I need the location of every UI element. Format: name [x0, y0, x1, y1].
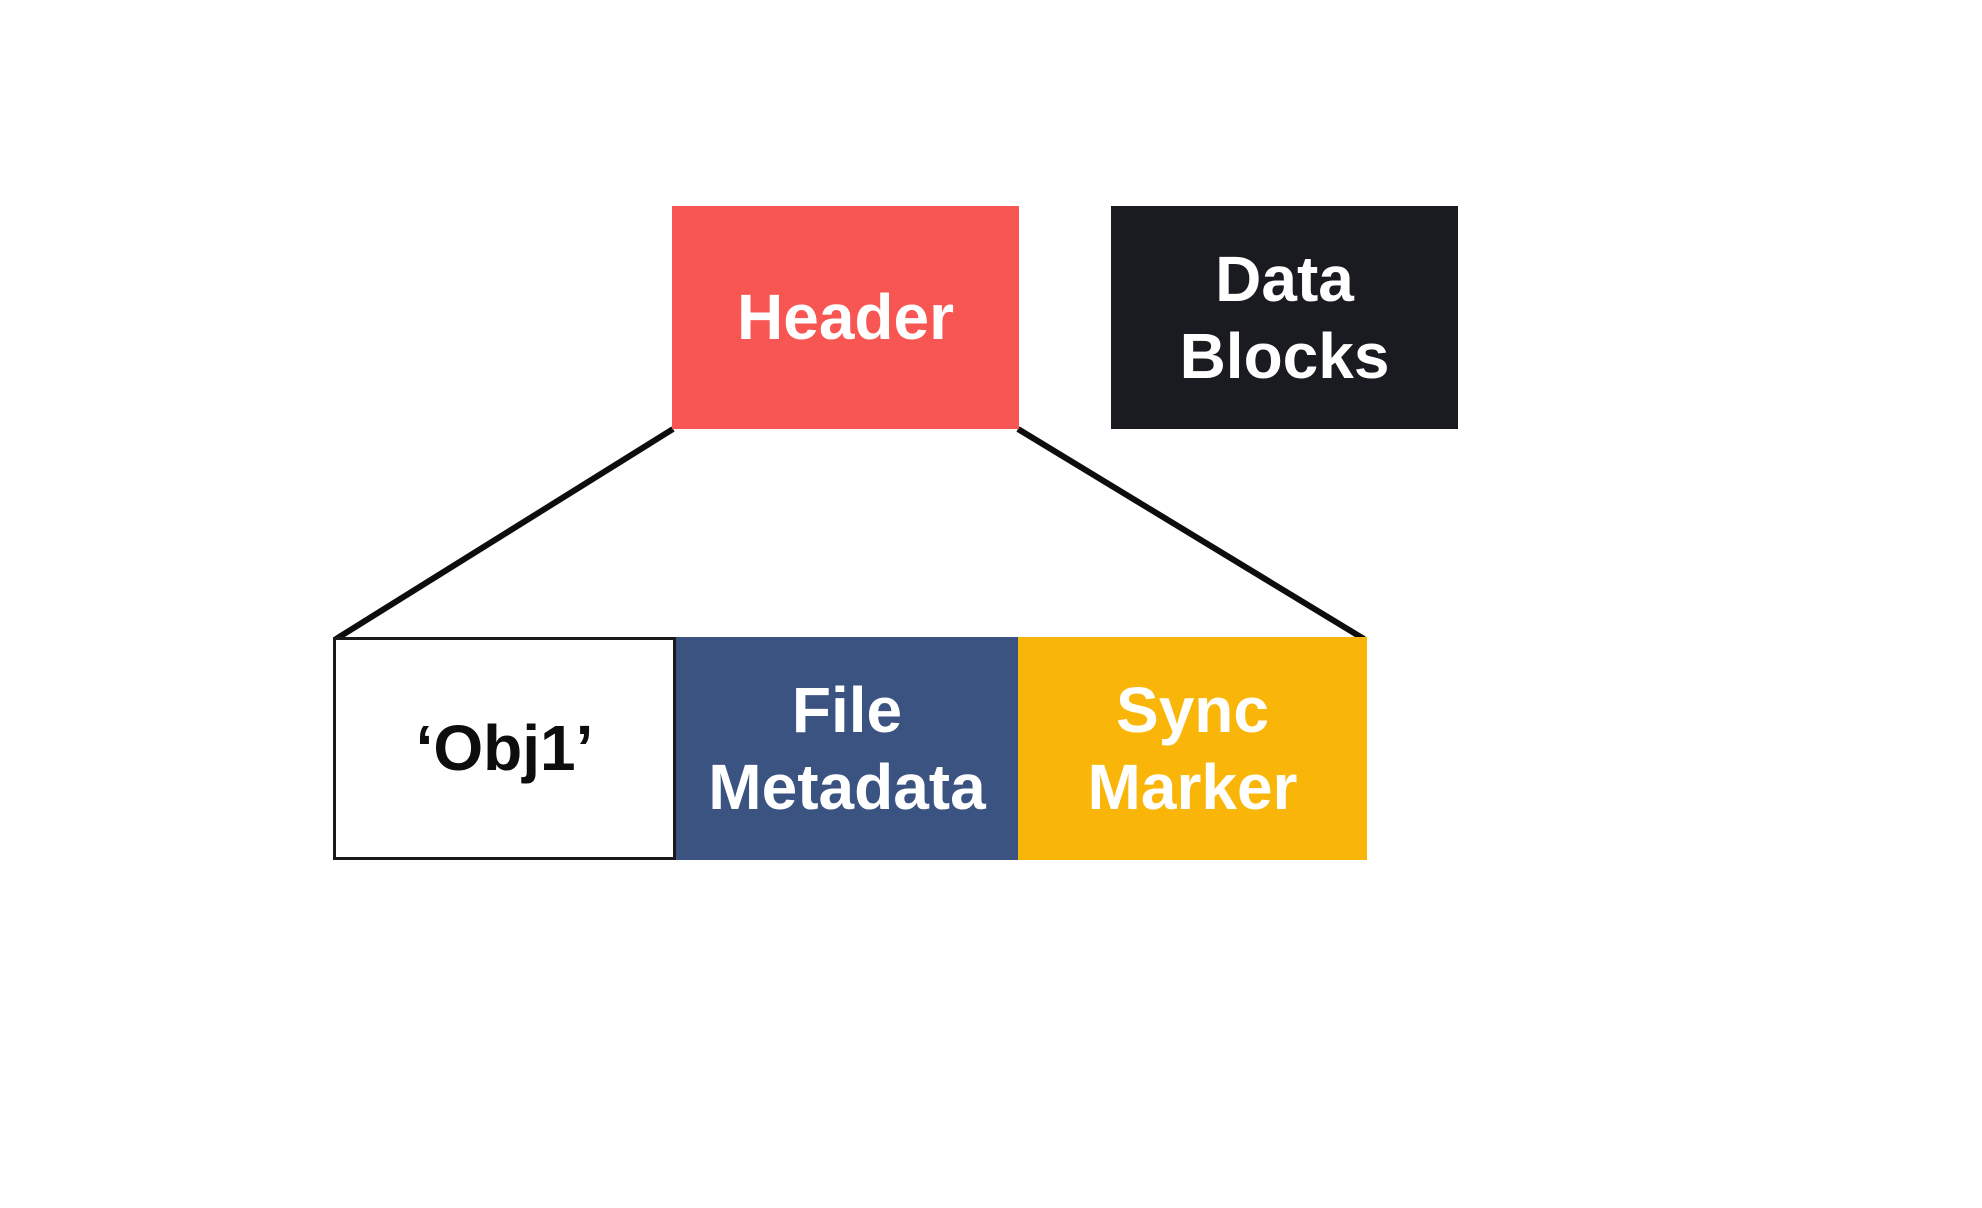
- obj1-block: ‘Obj1’: [333, 637, 676, 860]
- connector-line-left: [334, 426, 675, 642]
- sync-marker-block-label: Sync Marker: [1087, 673, 1298, 823]
- header-block-label: Header: [737, 281, 954, 354]
- connector-line-right: [1016, 426, 1366, 642]
- data-blocks-block-label: Data Blocks: [1179, 242, 1390, 392]
- obj1-block-label: ‘Obj1’: [415, 712, 594, 785]
- file-metadata-block-label: File Metadata: [708, 673, 986, 823]
- sync-marker-block: Sync Marker: [1018, 637, 1367, 860]
- file-metadata-block: File Metadata: [676, 637, 1018, 860]
- data-blocks-block: Data Blocks: [1111, 206, 1458, 429]
- header-block: Header: [672, 206, 1019, 429]
